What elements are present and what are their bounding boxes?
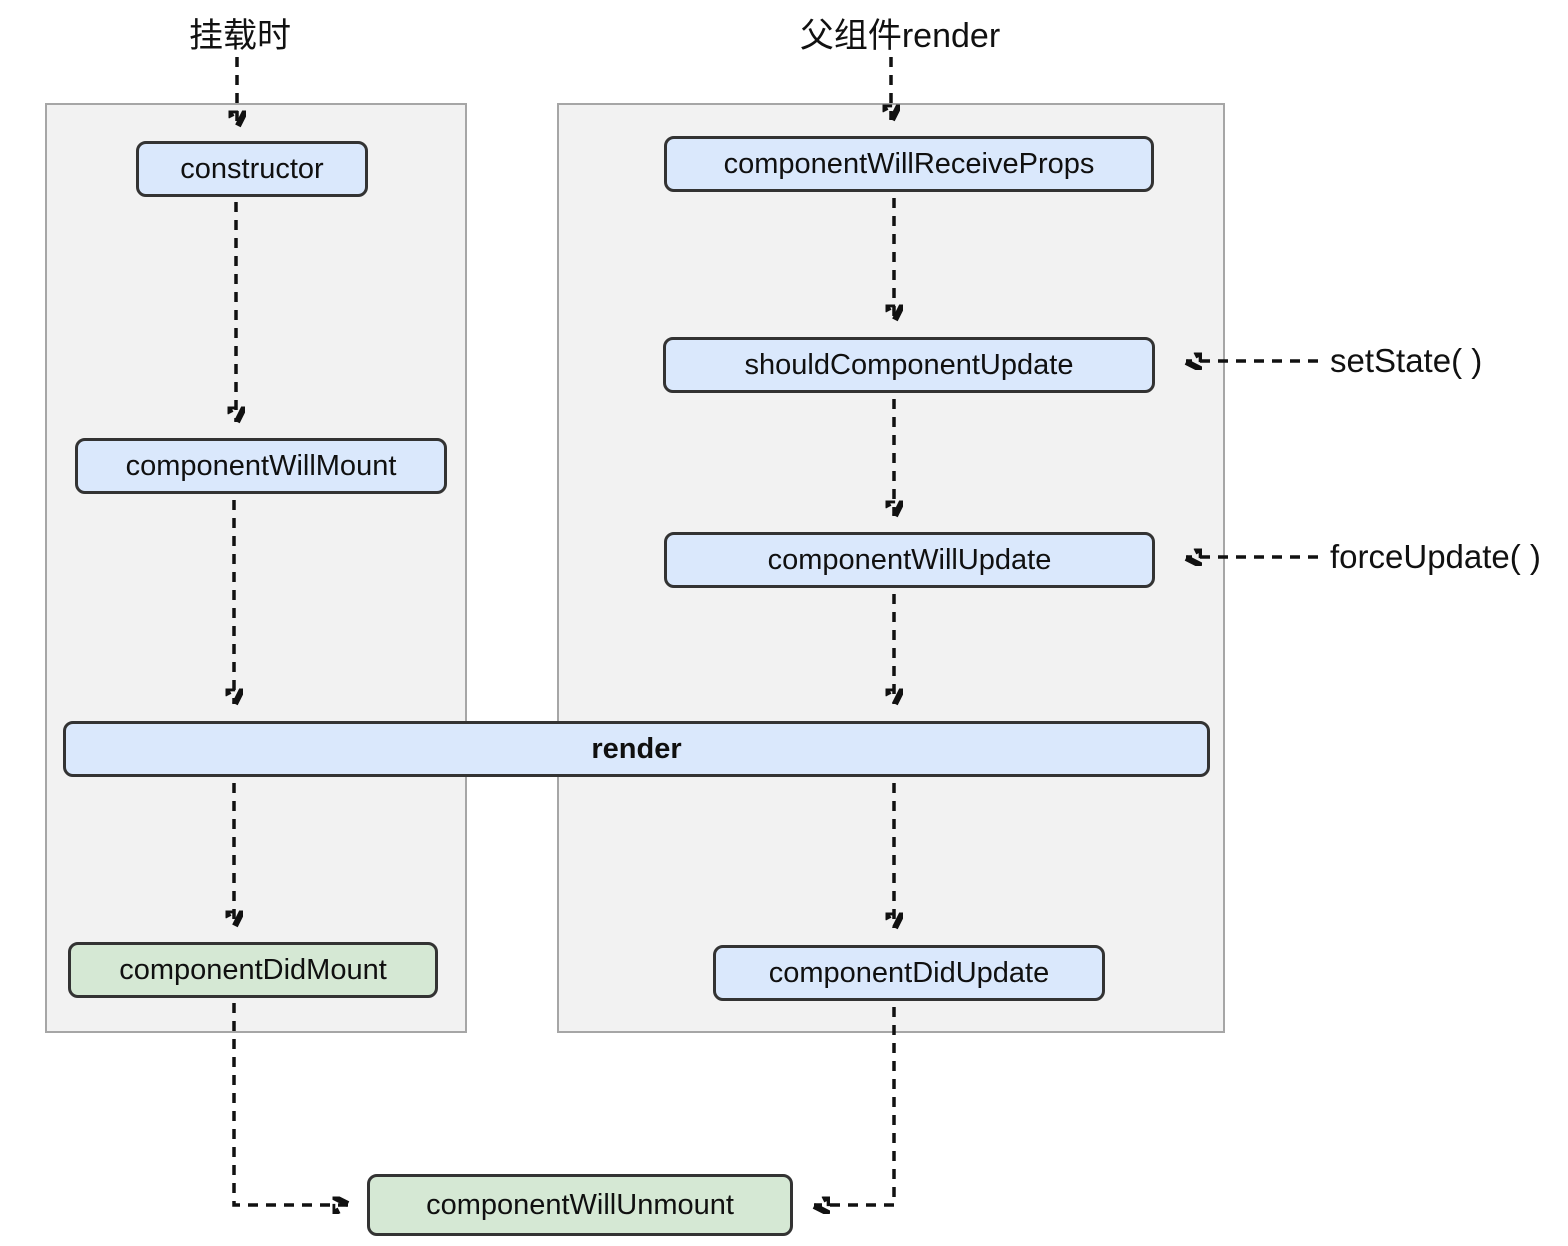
node-component-will-update: componentWillUpdate <box>664 532 1155 588</box>
mount-phase-panel <box>45 103 467 1033</box>
mount-phase-header: 挂载时 <box>189 17 291 55</box>
node-constructor: constructor <box>136 141 368 197</box>
parent-render-header: 父组件render <box>799 17 1001 55</box>
node-component-will-mount: componentWillMount <box>75 438 447 494</box>
forceupdate-trigger-label: forceUpdate( ) <box>1330 538 1541 575</box>
node-component-will-receive-props: componentWillReceiveProps <box>664 136 1154 192</box>
node-component-will-unmount: componentWillUnmount <box>367 1174 793 1236</box>
node-should-component-update: shouldComponentUpdate <box>663 337 1155 393</box>
setstate-trigger-label: setState( ) <box>1330 342 1483 379</box>
node-render: render <box>63 721 1210 777</box>
node-component-did-mount: componentDidMount <box>68 942 438 998</box>
arrow-didmount-to-willunmount <box>232 1003 348 1205</box>
node-component-did-update: componentDidUpdate <box>713 945 1105 1001</box>
arrow-didupdate-to-willunmount <box>814 1007 896 1205</box>
